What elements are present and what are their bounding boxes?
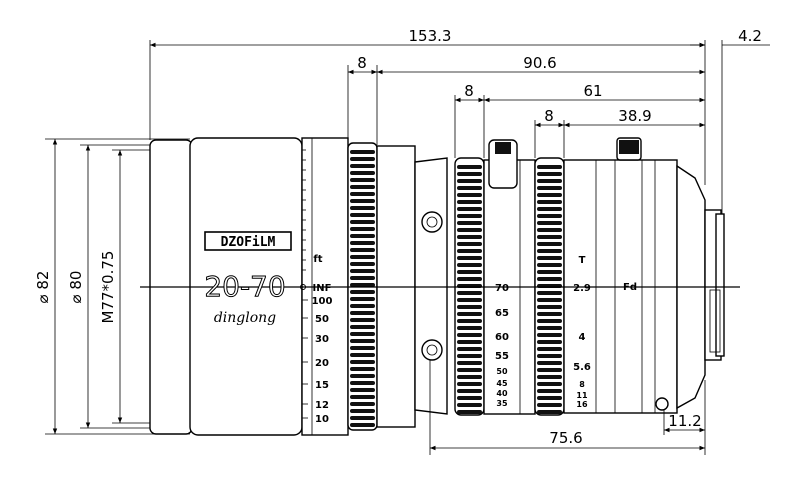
focus-scale-value: INF bbox=[313, 283, 332, 294]
dim-zoom-ring-width: 8 bbox=[464, 82, 474, 100]
dim-filter-thread: M77*0.75 bbox=[99, 251, 117, 324]
dim-front-to-rear-flange: 75.6 bbox=[549, 429, 582, 447]
brand-logo: DZOFiLM bbox=[221, 235, 276, 250]
focus-scale-value: 50 bbox=[315, 314, 329, 325]
dim-focus-ring-width: 8 bbox=[357, 54, 367, 72]
iris-header: T bbox=[579, 255, 586, 266]
top-dimensions: 153.3 4.2 8 90.6 8 61 8 38.9 bbox=[149, 27, 770, 215]
zoom-scale-value: 35 bbox=[496, 399, 508, 408]
svg-text:⌀ 80: ⌀ 80 bbox=[67, 271, 85, 304]
branding: DZOFiLM 20-70 dinglong bbox=[204, 231, 292, 326]
zoom-scale-value: 60 bbox=[495, 332, 509, 343]
close-focus-label: Fd bbox=[623, 282, 637, 293]
focus-unit: ft bbox=[313, 254, 322, 265]
bottom-dimensions: 75.6 11.2 bbox=[429, 360, 706, 455]
focus-scale-value: 20 bbox=[315, 358, 329, 369]
dim-zoom-to-rear: 61 bbox=[583, 82, 602, 100]
dim-rear-segment: 11.2 bbox=[668, 412, 701, 430]
focus-scale-value: 10 bbox=[315, 414, 329, 425]
focus-scale-value: 15 bbox=[315, 380, 329, 391]
model-name: 20-70 bbox=[204, 270, 285, 303]
zoom-scale-value: 65 bbox=[495, 308, 509, 319]
iris-scale-value: 16 bbox=[576, 400, 588, 409]
focus-scale-value: 12 bbox=[315, 400, 329, 411]
model-signature: dinglong bbox=[214, 310, 276, 326]
dim-front-diameter: 82 bbox=[34, 271, 52, 290]
zoom-scale-value: 70 bbox=[495, 283, 509, 294]
focus-scale-value: 100 bbox=[312, 296, 333, 307]
dim-iris-to-rear: 38.9 bbox=[618, 107, 651, 125]
iris-scale-value: 5.6 bbox=[573, 362, 591, 373]
iris-scale-value: 11 bbox=[576, 391, 588, 400]
zoom-scale-value: 55 bbox=[495, 351, 509, 362]
focus-scale: ft INF 100 50 30 20 15 12 10 bbox=[300, 149, 333, 425]
iris-scale-value: 2.9 bbox=[573, 283, 591, 294]
zoom-scale-value: 40 bbox=[496, 389, 508, 398]
dim-rear-protrusion: 4.2 bbox=[738, 27, 762, 45]
dim-overall-length: 153.3 bbox=[409, 27, 452, 45]
dim-barrel-diameter: 80 bbox=[67, 271, 85, 290]
dim-focus-to-rear: 90.6 bbox=[523, 54, 556, 72]
zoom-scale-value: 45 bbox=[496, 379, 508, 388]
focus-scale-value: 30 bbox=[315, 334, 329, 345]
iris-scale-value: 4 bbox=[579, 332, 586, 343]
svg-text:⌀ 82: ⌀ 82 bbox=[34, 271, 52, 304]
iris-scale-value: 8 bbox=[579, 380, 585, 389]
dim-iris-ring-width: 8 bbox=[544, 107, 554, 125]
diameter-dimensions: ⌀ 82 ⌀ 80 M77*0.75 bbox=[34, 138, 190, 435]
zoom-scale-value: 50 bbox=[496, 367, 508, 376]
ring-knurling bbox=[350, 150, 562, 427]
